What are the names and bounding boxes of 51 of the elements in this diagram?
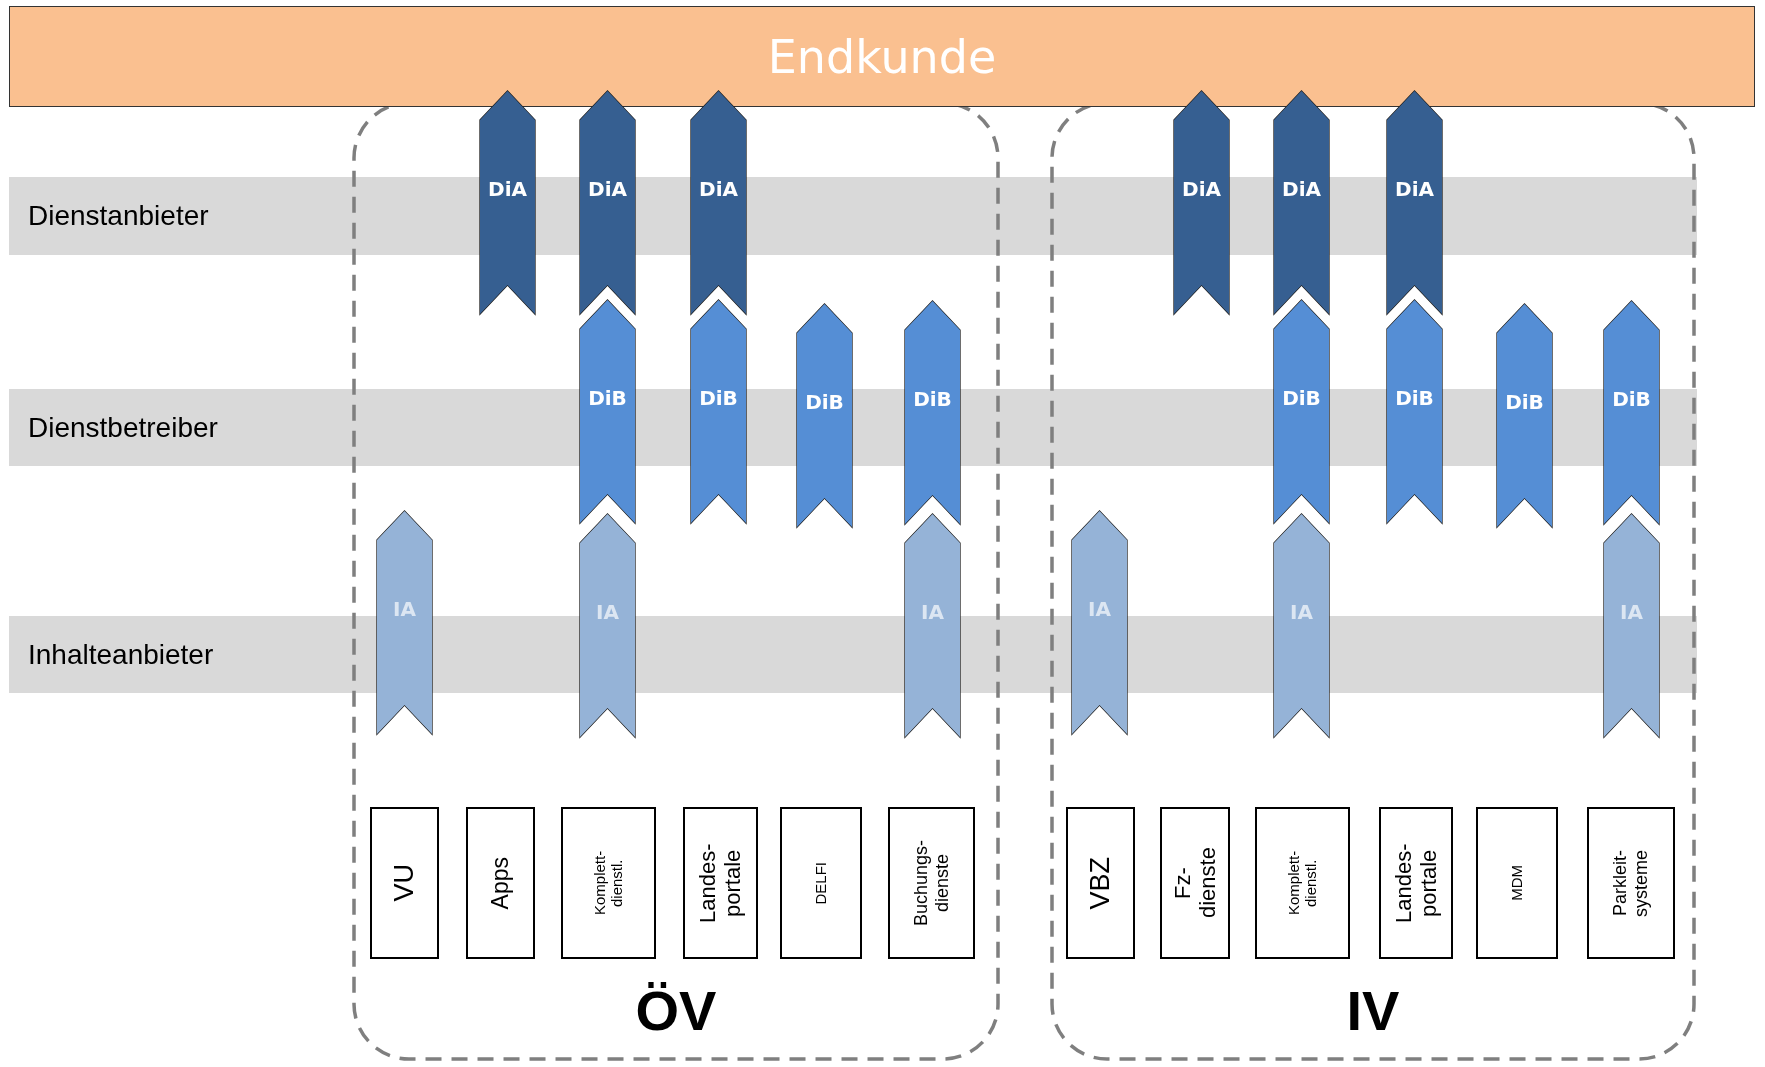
- category-box: [1160, 807, 1230, 959]
- banner-title: Endkunde: [767, 29, 997, 84]
- layer-label: Dienstanbieter: [28, 200, 209, 232]
- chevron-label: DiB: [1281, 385, 1322, 410]
- category-label: Landes- portale: [695, 842, 746, 925]
- chevron-label: DiB: [912, 386, 953, 411]
- category-label: VBZ: [1084, 856, 1116, 910]
- chevron-label: DiB: [587, 385, 628, 410]
- chevron-label: DiB: [804, 389, 845, 414]
- chevron-label: IA: [1289, 599, 1314, 624]
- chevron-label: DiB: [698, 385, 739, 410]
- category-label: Fz- dienste: [1169, 846, 1221, 921]
- chevron-label: IA: [595, 599, 620, 624]
- chevron-label: DiA: [1181, 176, 1222, 201]
- chevron-label: DiA: [698, 176, 739, 201]
- category-label: Komplett- dienstl.: [1285, 849, 1320, 918]
- layer-label: Inhalteanbieter: [28, 638, 214, 671]
- category-label: Komplett- dienstl.: [591, 849, 626, 918]
- chevron-label: DiA: [587, 176, 628, 201]
- category-label: MDM: [1508, 865, 1526, 901]
- chevron-label: IA: [920, 599, 945, 624]
- group-label: ÖV: [634, 983, 718, 1039]
- category-box: [1476, 807, 1558, 959]
- category-label: VU: [388, 864, 420, 902]
- chevron-label: DiA: [1394, 176, 1435, 201]
- category-box: [561, 807, 656, 959]
- category-label: Landes- portale: [1390, 842, 1442, 925]
- category-box: [466, 807, 535, 959]
- chevron-label: DiB: [1504, 389, 1545, 414]
- category-box: [370, 807, 439, 959]
- chevron-label: DiA: [1281, 176, 1322, 201]
- category-box: [888, 807, 975, 959]
- category-box: [1255, 807, 1350, 959]
- category-box: [683, 807, 758, 959]
- chevron-label: IA: [1619, 599, 1644, 624]
- chevron-label: DiB: [1611, 386, 1652, 411]
- customer-banner: [9, 6, 1755, 107]
- chevron-label: DiA: [487, 176, 528, 201]
- category-box: [1066, 807, 1135, 959]
- category-label: Buchungs- dienste: [910, 838, 953, 929]
- category-label: Apps: [487, 856, 514, 910]
- category-box: [1587, 807, 1675, 959]
- layer-label: Dienstbetreiber: [28, 411, 218, 444]
- group-label: IV: [1345, 983, 1401, 1039]
- chevron-label: DiB: [1394, 385, 1435, 410]
- category-box: [1379, 807, 1453, 959]
- category-label: Parkleit- systeme: [1610, 848, 1652, 919]
- chevron-label: IA: [392, 596, 417, 621]
- category-label: DELFI: [812, 861, 830, 905]
- chevron-label: IA: [1087, 596, 1112, 621]
- category-box: [780, 807, 862, 959]
